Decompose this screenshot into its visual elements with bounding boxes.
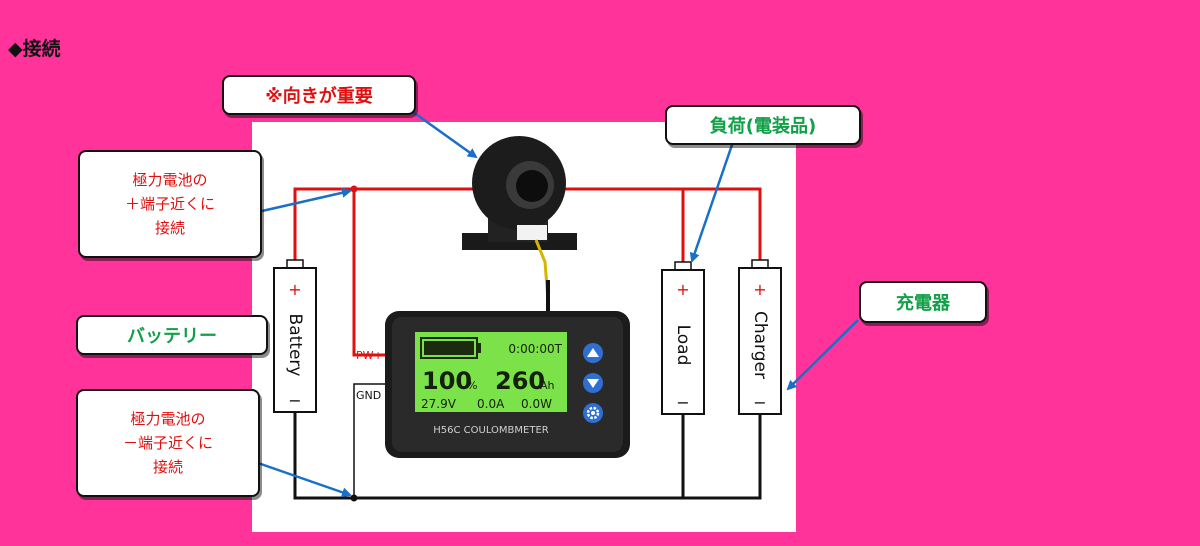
load-minus: − [676, 393, 689, 412]
callout-arrows [257, 110, 859, 498]
charger-plus: + [753, 280, 766, 299]
meter-model-label: H56C COULOMBMETER [433, 425, 549, 436]
battery-level-icon [420, 337, 481, 359]
load-callout: 負荷(電装品) [665, 105, 861, 145]
meter-current: 0.0A [477, 397, 505, 411]
meter-capacity: 260 [495, 367, 545, 395]
charger-label: Charger [750, 311, 770, 379]
meter-percent-unit: % [467, 379, 477, 392]
up-arrow-icon[interactable] [583, 343, 603, 363]
meter-voltage: 27.9V [421, 397, 457, 411]
positive-junction-dot [350, 185, 358, 193]
negative-junction-dot [350, 494, 358, 502]
battery-label: Battery [285, 314, 305, 377]
charger-callout: 充電器 [859, 281, 987, 323]
meter-power: 0.0W [521, 397, 552, 411]
meter-percent: 100 [422, 367, 472, 395]
load-cell: + − Load [661, 261, 705, 415]
gnd-terminal-label: GND [356, 389, 381, 402]
orientation-callout: ※向きが重要 [222, 75, 416, 115]
meter-time: 0:00:00T [508, 342, 562, 356]
battery-minus: − [288, 391, 301, 410]
plus-note-line-1: 極力電池の [132, 171, 208, 189]
load-label: Load [673, 325, 693, 366]
pw-terminal-label: PW+ [356, 349, 383, 362]
plus-note-line-3: 接続 [154, 219, 185, 237]
gear-icon[interactable] [583, 403, 603, 423]
minus-note-line-1: 極力電池の [130, 410, 206, 428]
charger-cell: + − Charger [738, 259, 782, 415]
section-heading: ◆接続 [8, 38, 61, 60]
battery-cell: + − Battery [273, 259, 317, 413]
gnd-wire [353, 383, 388, 498]
plus-terminal-note: 極力電池の ＋端子近くに 接続 [78, 150, 262, 258]
battery-plus: + [288, 280, 301, 299]
down-arrow-icon[interactable] [583, 373, 603, 393]
minus-note-line-3: 接続 [152, 458, 183, 476]
minus-terminal-note: 極力電池の －端子近くに 接続 [76, 389, 260, 497]
meter-capacity-unit: Ah [540, 379, 555, 392]
battery-callout: バッテリー [76, 315, 268, 355]
minus-note-line-2: －端子近くに [122, 434, 213, 452]
plus-note-line-2: ＋端子近くに [124, 195, 215, 213]
charger-minus: − [753, 393, 766, 412]
load-plus: + [676, 280, 689, 299]
current-sensor [462, 136, 577, 312]
negative-wires [293, 412, 762, 500]
coulomb-meter: 0:00:00T 100 % 260 Ah 27.9V 0.0A 0.0W H5… [385, 311, 630, 458]
